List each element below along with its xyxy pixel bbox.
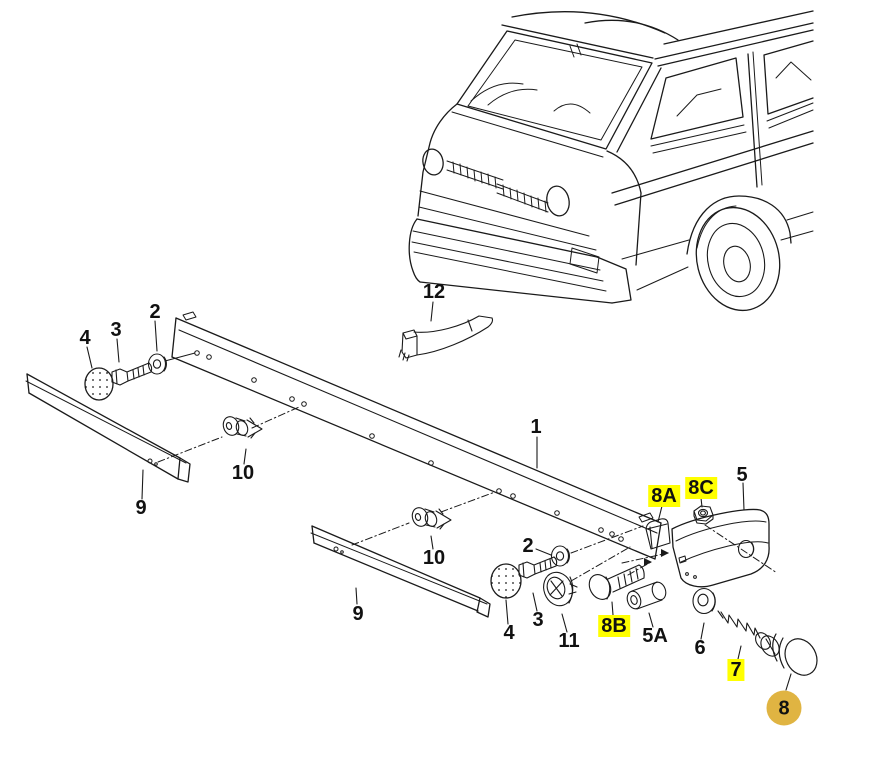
washer-part-2-left	[147, 353, 167, 375]
part-label-8a-18[interactable]: 8A	[648, 485, 680, 507]
part-label-12-3[interactable]: 12	[422, 281, 446, 303]
molding-strip-part-9-left	[25, 373, 191, 483]
clip-part-8a	[645, 518, 671, 550]
spacer-part-5a	[626, 581, 667, 610]
part-label-10-7[interactable]: 10	[422, 547, 446, 569]
bolt-part-3-left	[111, 362, 153, 386]
clip-part-10-left	[222, 416, 263, 439]
cap-part-4-right	[490, 563, 522, 599]
part-label-9-4[interactable]: 9	[135, 497, 147, 519]
part-label-2-9[interactable]: 2	[522, 535, 534, 557]
bolt-part-3-right	[518, 556, 558, 579]
part-label-3-11[interactable]: 3	[532, 609, 544, 631]
assembly-arrowhead	[661, 549, 669, 557]
grommet-part-6	[692, 587, 716, 615]
van-illustration	[408, 10, 814, 312]
assembly-axis-lines	[157, 406, 778, 582]
strap-bracket-part-12	[398, 315, 494, 362]
molding-strip-part-9-right	[310, 525, 491, 618]
part-label-9-8[interactable]: 9	[352, 603, 364, 625]
washer-part-2-right	[550, 545, 570, 567]
part-label-4-10[interactable]: 4	[503, 622, 515, 644]
end-cap-part-5	[671, 508, 770, 588]
part-label-11-12[interactable]: 11	[558, 630, 580, 652]
part-label-8c-19[interactable]: 8C	[685, 477, 717, 499]
buffer-part-8	[772, 633, 818, 676]
part-label-8b-13[interactable]: 8B	[598, 615, 630, 637]
part-label-2-2[interactable]: 2	[149, 301, 161, 323]
bumper-bar-part-1	[171, 311, 662, 560]
disc-part-11	[543, 571, 578, 607]
cap-part-4-left	[84, 367, 114, 401]
part-label-10-5[interactable]: 10	[231, 462, 255, 484]
assembly-arrowhead	[644, 558, 652, 566]
part-label-5a-14[interactable]: 5A	[642, 625, 668, 647]
bolt-part-8b	[588, 564, 645, 600]
part-label-4-0[interactable]: 4	[79, 327, 91, 349]
part-label-1-6[interactable]: 1	[530, 416, 542, 438]
part-label-6-15[interactable]: 6	[694, 637, 706, 659]
label-leader-lines	[86, 301, 792, 691]
part-label-3-1[interactable]: 3	[110, 319, 122, 341]
part-label-5-20[interactable]: 5	[736, 464, 748, 486]
part-label-8-17[interactable]: 8	[766, 690, 802, 726]
washer-connector-line	[164, 352, 196, 362]
part-label-7-16[interactable]: 7	[727, 659, 745, 681]
